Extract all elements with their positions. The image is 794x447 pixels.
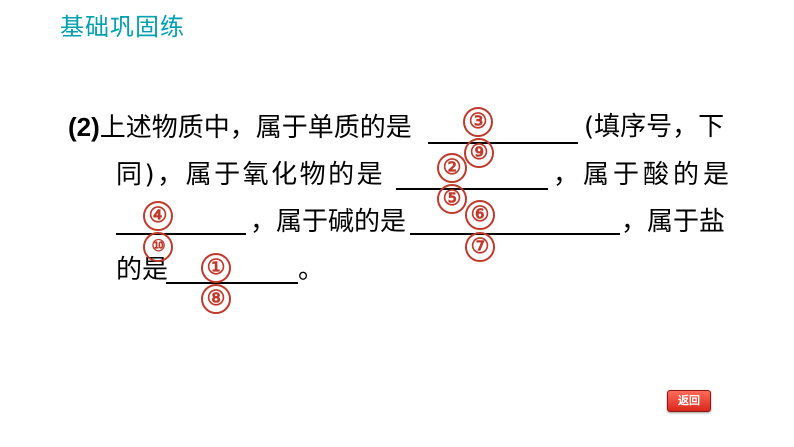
question-line-3-tail: ，属于盐 [621, 207, 726, 237]
question-line-4-tail: 。 [298, 255, 325, 285]
answer-mark-acid-2: ⑩ [143, 232, 173, 262]
answer-mark-elemental-2: ⑨ [464, 138, 494, 168]
answer-blank-oxide[interactable] [396, 188, 548, 190]
answer-mark-base-1: ⑥ [465, 200, 495, 230]
answer-mark-salt-2: ⑧ [201, 284, 231, 314]
answer-blank-salt[interactable] [166, 282, 298, 284]
section-title: 基础巩固练 [60, 13, 185, 41]
question-line-2: 同)，属于氧化物的是 [116, 160, 386, 190]
answer-mark-oxide-2: ⑤ [437, 184, 467, 214]
question-text: 上述物质中，属于单质的是 [99, 113, 412, 143]
question-line-1: (2)上述物质中，属于单质的是 [68, 110, 412, 145]
answer-blank-elemental[interactable] [428, 142, 578, 144]
answer-mark-base-2: ⑦ [465, 232, 495, 262]
answer-mark-elemental-1: ③ [463, 107, 493, 137]
return-button[interactable]: 返回 [667, 390, 711, 412]
question-line-3: ，属于碱的是 [250, 207, 407, 237]
question-number: (2) [68, 112, 100, 142]
answer-mark-acid-1: ④ [143, 201, 173, 231]
answer-blank-acid[interactable] [116, 233, 246, 235]
question-line-2-tail: ，属于酸的是 [553, 160, 734, 190]
answer-mark-salt-1: ① [201, 253, 231, 283]
answer-mark-oxide-1: ② [437, 153, 467, 183]
answer-blank-base[interactable] [410, 233, 620, 235]
question-line-1-tail: (填序号，下 [584, 112, 725, 142]
